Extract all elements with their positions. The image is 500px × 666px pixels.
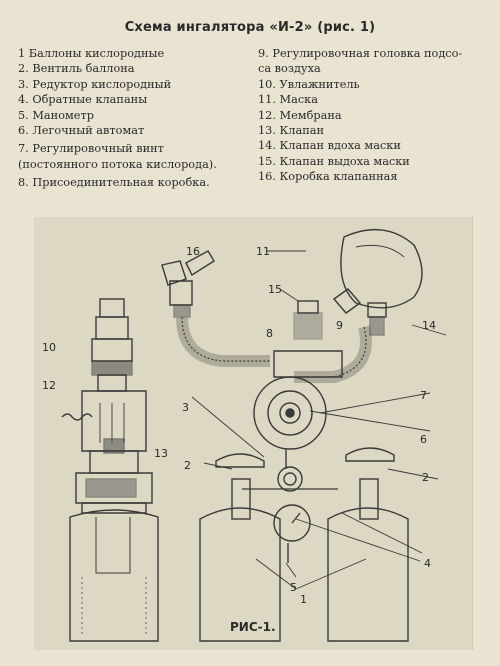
callout-6: 6 [420, 433, 427, 446]
callout-2-right: 2 [422, 471, 429, 484]
diagram-title: Схема ингалятора «И-2» (рис. 1) [124, 20, 376, 35]
callout-13: 13 [154, 447, 168, 460]
callout-1: 1 [300, 593, 307, 606]
legend-left: 1 Баллоны кислородные 2. Вентиль баллона… [18, 46, 248, 191]
legend-item-4: 4. Обратные клапаны [18, 93, 148, 107]
callout-leaders [191, 250, 447, 590]
callout-12: 12 [42, 379, 56, 392]
face-mask [332, 228, 423, 336]
legend-item-5: 5. Манометр [18, 108, 94, 122]
legend-item-7: 7. Регулировочный винт [18, 142, 164, 156]
legend-item-3: 3. Редуктор кислородный [18, 77, 172, 91]
valve-box [161, 250, 215, 318]
legend-item-14: 14. Клапан вдоха маски [258, 139, 401, 153]
legend-item-16: 16. Коробка клапанная [258, 170, 398, 184]
callout-9: 9 [336, 319, 343, 332]
callout-11: 11 [256, 245, 270, 258]
oxygen-cylinders [199, 447, 409, 642]
callout-2-left: 2 [184, 459, 191, 472]
callout-8: 8 [266, 327, 273, 340]
callout-14: 14 [422, 319, 436, 332]
schematic-drawing: 16 11 15 8 9 14 10 12 7 3 6 13 2 2 4 5 1… [42, 228, 447, 642]
central-assembly [242, 300, 343, 563]
legend-item-12: 12. Мембрана [258, 108, 342, 122]
legend-item-11: 11. Маска [258, 93, 318, 107]
callout-10: 10 [42, 341, 56, 354]
legend-item-9: 9. Регулировочная головка подсо- [258, 47, 463, 60]
legend-item-15: 15. Клапан выдоха маски [258, 154, 410, 168]
legend-item-13: 13. Клапан [258, 124, 325, 138]
callout-3: 3 [182, 401, 189, 414]
callout-5: 5 [290, 581, 297, 594]
reducer-cutaway [61, 298, 159, 642]
callout-15: 15 [268, 283, 282, 296]
legend-right: 9. Регулировочная головка подсо- са возд… [258, 46, 488, 185]
legend-item-10: 10. Увлажнитель [258, 77, 360, 91]
legend-item-8: 8. Присоединительная коробка. [18, 176, 210, 190]
legend-item-9-continued: са воздуха [258, 62, 321, 76]
callout-16: 16 [186, 245, 200, 258]
legend-item-7-continued: (постоянного потока кислорода). [18, 157, 217, 171]
figure-caption: РИС-1. [230, 620, 276, 634]
legend-item-2: 2. Вентиль баллона [18, 62, 135, 76]
callout-7: 7 [420, 389, 427, 402]
legend-item-6: 6. Легочный автомат [18, 124, 145, 138]
inhaler-schematic-figure: 16 11 15 8 9 14 10 12 7 3 6 13 2 2 4 5 1… [34, 217, 473, 650]
legend-item-1: 1 Баллоны кислородные [18, 47, 165, 60]
callout-4: 4 [424, 557, 431, 570]
